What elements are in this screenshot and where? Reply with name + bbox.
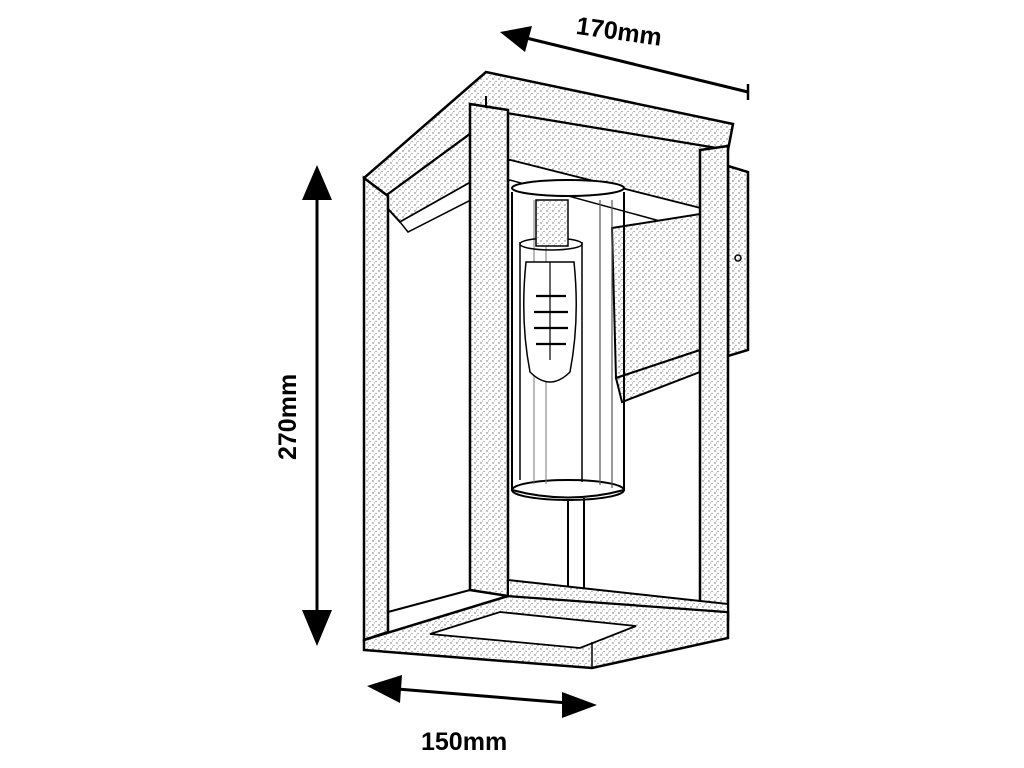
post-front-left bbox=[362, 175, 390, 642]
lantern-top bbox=[362, 70, 735, 233]
bulb-socket bbox=[535, 199, 569, 247]
filament bbox=[534, 294, 568, 346]
lantern-bottom bbox=[362, 578, 730, 670]
bottom-dimension bbox=[367, 675, 597, 718]
screw-icon bbox=[734, 254, 742, 262]
post-front-right bbox=[698, 144, 730, 626]
height-arrowhead-bottom bbox=[302, 610, 332, 646]
height-dimension bbox=[302, 165, 332, 646]
top-dimension bbox=[500, 26, 750, 100]
glass-cylinder bbox=[511, 179, 625, 501]
height-arrowhead-top bbox=[302, 165, 332, 200]
post-front-center bbox=[468, 102, 510, 598]
bottom-width-label: 150mm bbox=[421, 728, 508, 756]
bottom-arrowhead-right bbox=[562, 692, 597, 718]
height-label: 270mm bbox=[274, 373, 302, 460]
top-arrowhead-left bbox=[500, 26, 532, 52]
bottom-arrowhead-left bbox=[367, 675, 402, 703]
back-panel bbox=[610, 212, 701, 404]
wall-plate bbox=[726, 164, 750, 358]
